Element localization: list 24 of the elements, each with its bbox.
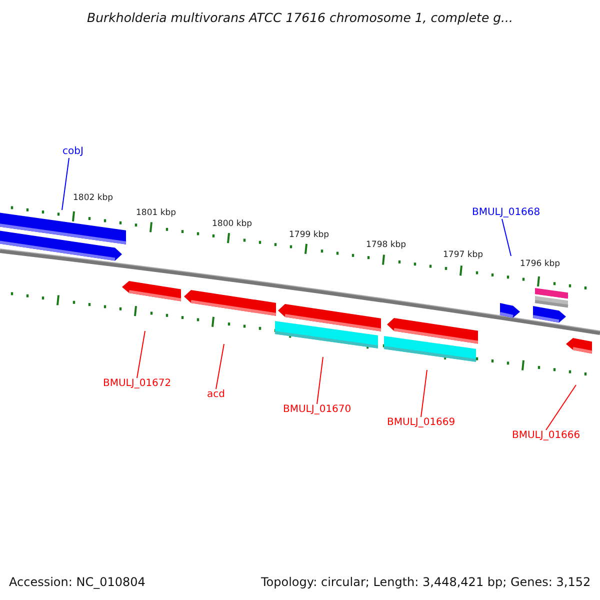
footer-text: Accession: NC_010804 — [9, 575, 146, 589]
leader-line — [546, 384, 576, 430]
scale-label: 1801 kbp — [136, 208, 176, 218]
gene-label: BMULJ_01672 — [103, 378, 172, 390]
gene-label: acd — [207, 389, 225, 401]
gene-label: BMULJ_01668 — [472, 207, 540, 219]
leader-line — [136, 330, 146, 378]
scale-label: 1799 kbp — [289, 230, 330, 240]
scale-label: 1802 kbp — [73, 193, 114, 203]
gene-label: BMULJ_01669 — [387, 417, 456, 429]
scale-label: 1796 kbp — [520, 259, 560, 269]
leader-line — [420, 370, 428, 418]
gene-label: BMULJ_01670 — [283, 404, 352, 416]
scale-label: 1798 kbp — [366, 240, 406, 250]
leader-line — [502, 218, 512, 256]
gene-label: cobJ — [62, 146, 84, 158]
leader-line — [62, 158, 70, 210]
gene-label: BMULJ_01666 — [512, 430, 580, 442]
scale-label: 1800 kbp — [212, 219, 252, 229]
scale-label: 1797 kbp — [443, 250, 484, 260]
leader-line — [316, 356, 324, 404]
leader-line — [216, 344, 224, 390]
title: Burkholderia multivorans ATCC 17616 chromosome 1, complete g... — [86, 10, 514, 25]
footer-text: Topology: circular; Length: 3,448,421 bp; Genes: 3,152 — [261, 575, 591, 589]
